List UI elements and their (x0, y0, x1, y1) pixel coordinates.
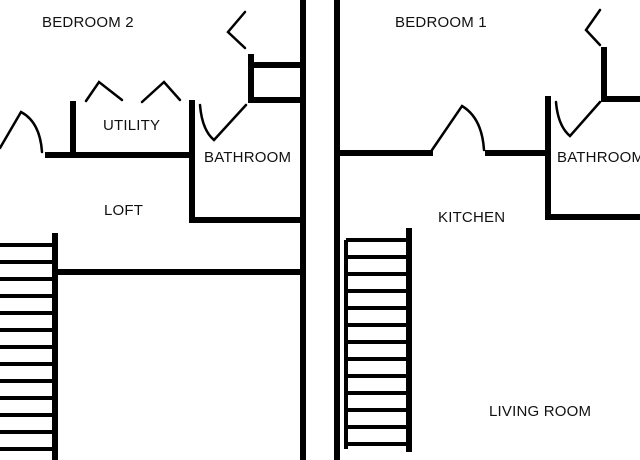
room-label-utility: UTILITY (103, 117, 161, 134)
room-label-living-room: LIVING ROOM (489, 403, 592, 420)
bathroom2-door (198, 103, 248, 142)
room-label-bedroom-2: BEDROOM 2 (42, 14, 134, 31)
lower-staircase (344, 238, 409, 449)
bedroom2-corner-door (226, 10, 247, 50)
upper-level-walls (45, 54, 306, 460)
upper-level-doors (0, 10, 248, 154)
bedroom1-corner-door (584, 8, 602, 47)
divider-walls (300, 0, 340, 460)
room-label-bathroom-upper: BATHROOM (204, 149, 292, 166)
bedroom1-door (430, 104, 486, 152)
room-label-bathroom-lower: BATHROOM (557, 149, 640, 166)
lower-level-walls (337, 47, 640, 452)
upper-staircase (0, 243, 53, 451)
room-label-loft: LOFT (104, 202, 144, 219)
bedroom2-closet-door-right (140, 80, 182, 104)
room-label-kitchen: KITCHEN (438, 209, 506, 226)
lower-level-doors (430, 8, 602, 152)
room-label-bedroom-1: BEDROOM 1 (395, 14, 487, 31)
bathroom1-door (554, 100, 602, 138)
bedroom2-entry-door (0, 110, 44, 154)
bedroom2-closet-door-left (84, 80, 124, 103)
